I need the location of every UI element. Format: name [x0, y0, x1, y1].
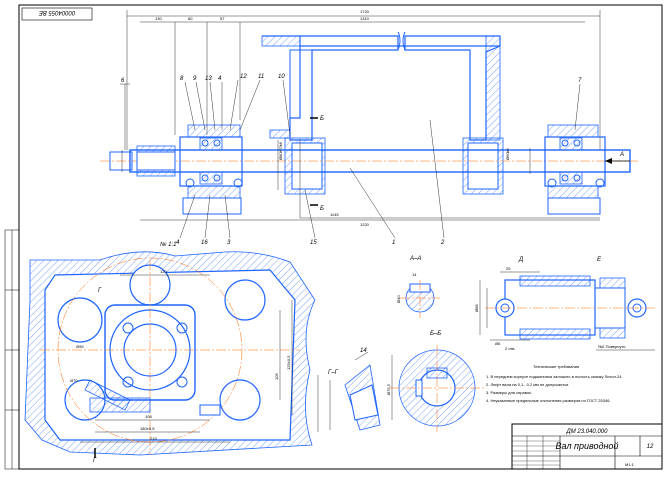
view-e-title: Е: [597, 257, 602, 263]
section-bb: Б–Б Ø75,5: [386, 331, 485, 432]
note-4: 4. Неуказанные предельные отклонения раз…: [486, 398, 611, 403]
stamp-number: 00004055 ВЕ: [38, 9, 75, 15]
main-view-shaft-assembly: 1720 1310 130 60 57: [100, 9, 640, 227]
svg-text:1720: 1720: [360, 9, 370, 14]
stamp-box: [21, 7, 93, 21]
drawing-title: Вал приводной: [556, 441, 619, 451]
svg-text:2 отв.: 2 отв.: [505, 346, 516, 351]
notes-heading: Технические требования: [533, 364, 579, 369]
svg-text:14: 14: [412, 272, 417, 277]
section-aa-title: А–А: [409, 256, 421, 262]
svg-text:Ø95: Ø95: [76, 344, 84, 349]
svg-text:130: 130: [155, 16, 162, 21]
svg-text:1310: 1310: [360, 16, 370, 21]
svg-text:1220: 1220: [360, 222, 370, 227]
svg-text:№ 1:1: № 1:1: [160, 241, 177, 248]
svg-text:Г: Г: [98, 288, 102, 294]
svg-text:120: 120: [160, 269, 167, 274]
callout-3: 3: [227, 240, 231, 246]
callout-4b: 4: [176, 240, 180, 246]
sheet-number: 12: [647, 444, 654, 450]
note-2: 2. Люфт вала на 0,1...0,2 мм не допускае…: [486, 382, 569, 387]
svg-text:Ø75,5: Ø75,5: [386, 383, 391, 395]
callout-2: 2: [440, 240, 445, 246]
section-bb-title: Б–Б: [430, 331, 441, 337]
svg-text:Ø70: Ø70: [70, 378, 78, 383]
callout-11: 11: [258, 74, 264, 80]
section-b-label-bottom: Б: [320, 206, 324, 212]
svg-text:Ø68: Ø68: [474, 304, 479, 312]
svg-text:60: 60: [188, 16, 193, 21]
view-d-title: Д: [518, 257, 524, 263]
drawing-number: ДМ 23.040.000: [566, 429, 609, 435]
svg-text:Ø6: Ø6: [495, 341, 501, 346]
svg-text:215: 215: [150, 436, 157, 441]
callout-10: 10: [278, 74, 285, 80]
view-d-e: Д Е Ø68 Ø6 2 отв. №2 Повернуто 25: [474, 257, 655, 351]
note-1: 1. В переднем корпусе подшипника заложит…: [486, 374, 623, 379]
flange-view: 105 180±0,5 215 120 125±0,5 105 Ø95 Ø70 …: [24, 241, 316, 464]
svg-text:125±0,5: 125±0,5: [286, 355, 291, 370]
svg-text:1145: 1145: [330, 212, 339, 217]
callout-15: 15: [310, 240, 317, 246]
section-aa: А–А Ø40 14: [396, 256, 440, 318]
view-note: №2 Повернуто: [598, 344, 626, 349]
svg-text:Ø40: Ø40: [396, 295, 401, 303]
scale-label: М1:1: [625, 462, 635, 467]
arrow-a-label: А: [619, 152, 624, 158]
technical-notes: Технические требования 1. В переднем кор…: [486, 364, 623, 403]
svg-text:Ø80H7/k6: Ø80H7/k6: [278, 141, 283, 160]
callout-1: 1: [392, 240, 395, 246]
svg-text:180±0,5: 180±0,5: [140, 426, 155, 431]
callouts: 6 8 9 13 4 12 11 10 7 4 16 3 15 1 2: [120, 74, 582, 246]
section-b-label-top: Б: [320, 116, 324, 122]
callout-13: 13: [205, 76, 212, 82]
svg-text:105: 105: [274, 373, 279, 380]
callout-9: 9: [193, 76, 197, 82]
svg-text:105: 105: [145, 414, 152, 419]
section-gg-title: Г–Г: [328, 370, 339, 376]
callout-4: 4: [218, 76, 222, 82]
callout-7: 7: [578, 78, 582, 84]
svg-text:14: 14: [360, 348, 367, 354]
title-block: ДМ 23.040.000 Вал приводной 12 М1:1: [511, 423, 663, 470]
callout-8: 8: [180, 76, 184, 82]
section-gg: Г–Г 14: [317, 348, 381, 432]
svg-text:57: 57: [220, 16, 225, 21]
svg-text:25: 25: [506, 266, 511, 271]
callout-6: 6: [121, 78, 125, 84]
callout-12: 12: [240, 74, 247, 80]
svg-text:Г: Г: [93, 458, 97, 464]
callout-16: 16: [201, 240, 208, 246]
note-3: 3. Размеры для справок.: [486, 390, 532, 395]
svg-text:Ø60k6: Ø60k6: [505, 147, 510, 160]
